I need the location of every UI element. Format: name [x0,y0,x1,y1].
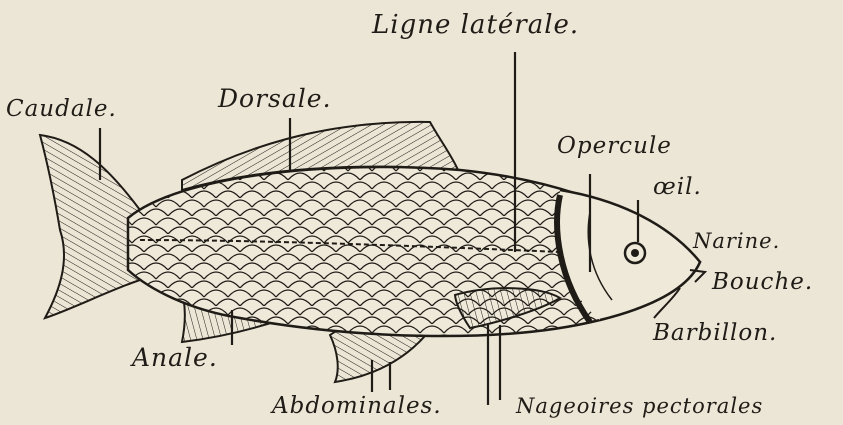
label-barbillon: Barbillon. [653,322,777,345]
label-oeil: œil. [653,176,702,199]
label-ligne-laterale: Ligne latérale. [372,12,579,38]
label-nageoires-pectorales: Nageoires pectorales [516,396,763,417]
label-abdominales: Abdominales. [272,395,442,418]
label-bouche: Bouche. [712,271,813,294]
label-anale: Anale. [132,345,218,370]
label-narine: Narine. [693,231,780,252]
label-dorsale: Dorsale. [218,86,332,111]
label-caudale: Caudale. [6,98,117,121]
label-opercule: Opercule [557,135,672,158]
